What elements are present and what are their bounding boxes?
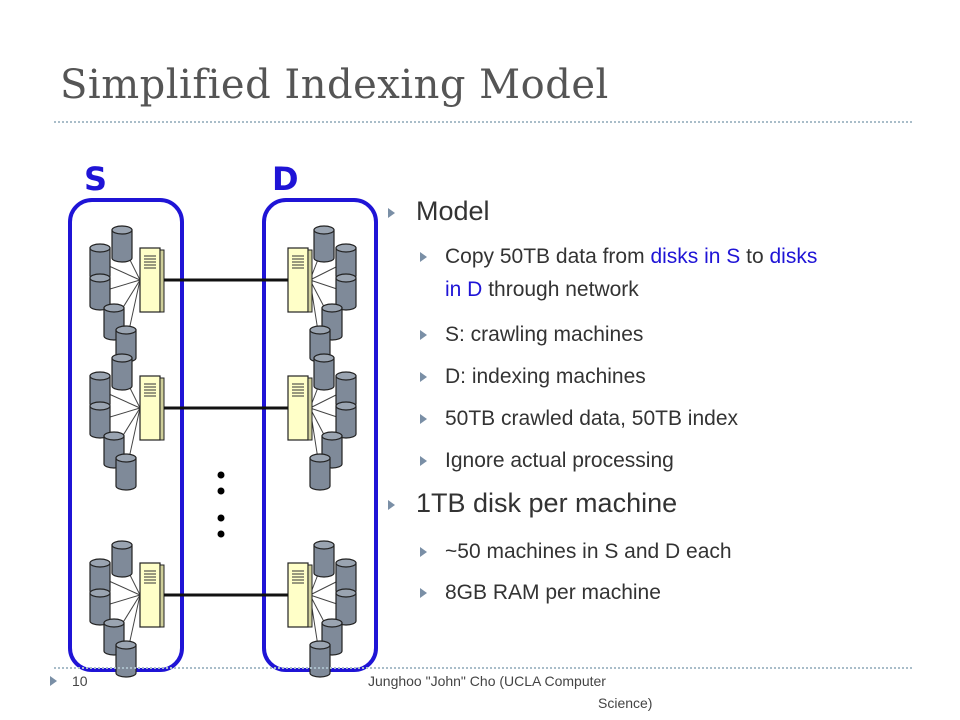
disk-icon [111, 229, 133, 263]
server-side [307, 377, 313, 441]
disk-top [89, 371, 111, 381]
label-d: D [272, 160, 299, 198]
disk-top [313, 353, 335, 363]
server-icon [287, 562, 309, 628]
disk-icon [313, 544, 335, 578]
disk-top [111, 225, 133, 235]
label-s: S [84, 160, 108, 198]
ellipsis-dot [217, 471, 225, 479]
disk-icon [313, 357, 335, 391]
disk-top [335, 273, 357, 283]
bullet-arrow-icon [388, 208, 395, 218]
disk-icon [309, 457, 331, 491]
bullet-ram: 8GB RAM per machine [420, 576, 661, 609]
disk-top [111, 540, 133, 550]
bullet-arrow-icon [420, 372, 427, 382]
bullet-copy: Copy 50TB data from disks in S to disks … [420, 240, 920, 306]
bullet-arrow-icon [420, 588, 427, 598]
disk-top [309, 453, 331, 463]
disk-top [321, 431, 343, 441]
disk-icon [115, 457, 137, 491]
disk-top [89, 588, 111, 598]
bullet-machines: ~50 machines in S and D each [420, 535, 732, 568]
server-icon [139, 247, 161, 313]
slide-title: Simplified Indexing Model [60, 62, 609, 108]
disk-top [115, 640, 137, 650]
disk-top [309, 640, 331, 650]
bullet-data-size: 50TB crawled data, 50TB index [420, 402, 738, 435]
bullet-s-desc: S: crawling machines [420, 318, 643, 351]
footer-affiliation: Science) [598, 695, 653, 711]
server-side [159, 249, 165, 313]
disk-top [321, 303, 343, 313]
disk-top [89, 558, 111, 568]
disk-top [309, 325, 331, 335]
disk-top [103, 303, 125, 313]
page-number: 10 [72, 673, 88, 689]
disk-icon [313, 229, 335, 263]
server-icon [287, 375, 309, 441]
ellipsis-dot [217, 514, 225, 522]
bullet-model: Model [388, 196, 490, 227]
bullet-ignore: Ignore actual processing [420, 444, 674, 477]
disk-top [335, 588, 357, 598]
title-divider [54, 121, 912, 123]
disk-top [89, 273, 111, 283]
bullet-arrow-icon [420, 252, 427, 262]
bullet-disk: 1TB disk per machine [388, 488, 677, 519]
bullet-arrow-icon [388, 500, 395, 510]
disk-top [335, 401, 357, 411]
server-side [159, 377, 165, 441]
disk-top [335, 371, 357, 381]
server-icon [139, 562, 161, 628]
server-side [307, 564, 313, 628]
group-d-outline [262, 198, 378, 672]
disk-top [115, 453, 137, 463]
disk-top [313, 225, 335, 235]
bullet-arrow-icon [420, 456, 427, 466]
disk-top [111, 353, 133, 363]
disk-icon [309, 644, 331, 678]
disk-top [103, 618, 125, 628]
disk-icon [111, 544, 133, 578]
server-side [307, 249, 313, 313]
bullet-arrow-icon [420, 547, 427, 557]
disk-top [321, 618, 343, 628]
server-icon [287, 247, 309, 313]
disk-top [89, 401, 111, 411]
server-icon [139, 375, 161, 441]
disk-top [103, 431, 125, 441]
disk-icon [115, 644, 137, 678]
disk-top [335, 558, 357, 568]
bullet-d-desc: D: indexing machines [420, 360, 646, 393]
ellipsis-dot [217, 530, 225, 538]
ellipsis-dot [217, 487, 225, 495]
server-side [159, 564, 165, 628]
disk-top [115, 325, 137, 335]
bullet-arrow-icon [420, 330, 427, 340]
footer-arrow-icon [50, 676, 57, 686]
disk-top [313, 540, 335, 550]
disk-icon [111, 357, 133, 391]
bullet-arrow-icon [420, 414, 427, 424]
footer-divider [54, 667, 912, 669]
disk-top [335, 243, 357, 253]
footer-author: Junghoo "John" Cho (UCLA Computer [368, 673, 606, 689]
disk-top [89, 243, 111, 253]
